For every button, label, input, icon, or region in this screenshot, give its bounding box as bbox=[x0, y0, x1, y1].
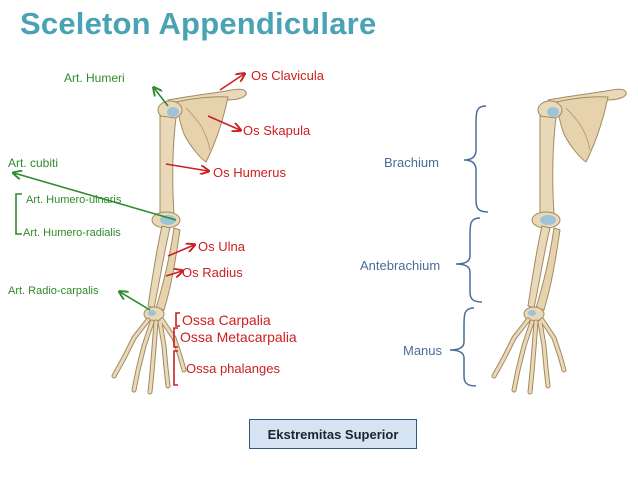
label-antebrachium: Antebrachium bbox=[360, 258, 441, 273]
bracket-phalanges bbox=[173, 350, 178, 386]
arrow-art-radio-carpalis bbox=[120, 292, 151, 311]
label-os-ulna: Os Ulna bbox=[198, 239, 245, 254]
page-title: Sceleton Appendiculare bbox=[20, 6, 377, 41]
caption-text: Ekstremitas Superior bbox=[267, 426, 399, 442]
bracket-art-cubiti bbox=[15, 193, 22, 235]
label-manus: Manus bbox=[403, 343, 443, 358]
arrow-ulna bbox=[167, 245, 194, 257]
label-ossa-carpalia: Ossa Carpalia bbox=[182, 312, 271, 328]
arrow-skapula bbox=[207, 115, 240, 130]
label-os-skapula: Os Skapula bbox=[243, 123, 311, 138]
label-ossa-phalanges: Ossa phalanges bbox=[186, 361, 280, 376]
arrow-humerus bbox=[165, 163, 208, 171]
label-art-cubiti: Art. cubiti bbox=[8, 156, 59, 170]
right-arm-skeleton bbox=[494, 89, 626, 392]
label-art-radio-carpalis: Art. Radio-carpalis bbox=[8, 285, 99, 297]
label-os-humerus: Os Humerus bbox=[213, 165, 286, 180]
arrow-art-humeri bbox=[154, 88, 169, 107]
arrow-radius bbox=[165, 271, 182, 276]
bracket-metacarpalia bbox=[173, 327, 178, 348]
label-os-clavicula: Os Clavicula bbox=[251, 68, 324, 83]
brace-antebrachium bbox=[455, 217, 483, 303]
label-art-humero-radialis: Art. Humero-radialis bbox=[23, 227, 121, 239]
label-os-radius: Os Radius bbox=[182, 265, 243, 280]
brace-brachium bbox=[463, 105, 489, 213]
label-art-humeri: Art. Humeri bbox=[64, 71, 125, 85]
caption-box: Ekstremitas Superior bbox=[249, 419, 417, 449]
label-art-humero-ulnaris: Art. Humero-ulnaris bbox=[26, 194, 122, 206]
brace-manus bbox=[449, 307, 477, 387]
bracket-carpalia bbox=[175, 312, 180, 327]
arrow-clavicula bbox=[219, 74, 244, 91]
label-brachium: Brachium bbox=[384, 155, 439, 170]
label-ossa-metacarpalia: Ossa Metacarpalia bbox=[180, 329, 297, 345]
arrow-art-cubiti bbox=[14, 173, 177, 221]
